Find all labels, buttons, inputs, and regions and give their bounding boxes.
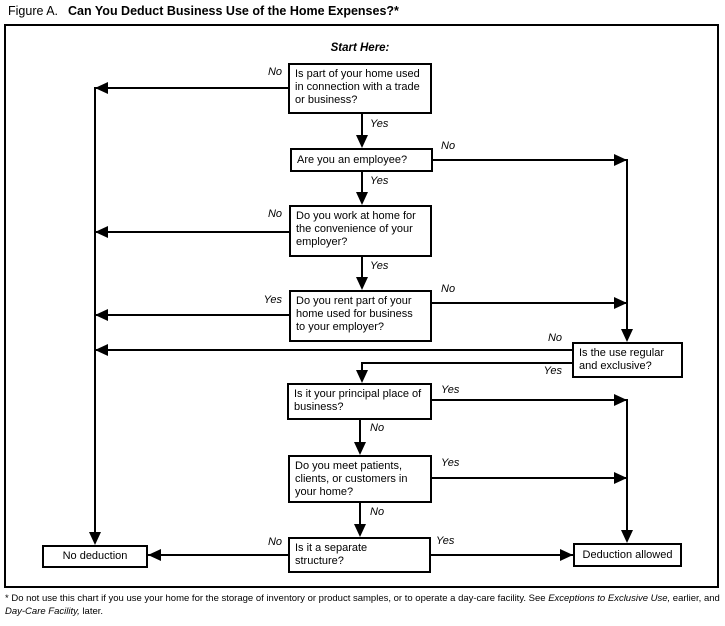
branch-label-separate-no: No <box>267 536 282 548</box>
branch-label-regular-exclusive-no: No <box>547 332 562 344</box>
node-deduction-allowed: Deduction allowed <box>573 543 682 567</box>
connector-patients-separate <box>359 503 361 526</box>
figure-label: Figure A. <box>8 4 59 18</box>
connector-homeuse-employee <box>361 114 363 138</box>
arrowhead-employee-no <box>614 154 627 166</box>
figure-title-text: Can You Deduct Business Use of the Home … <box>68 4 399 18</box>
arrowhead-rent-yes <box>95 309 108 321</box>
connector-employee-convenience <box>361 172 363 194</box>
arrowhead-into-no-deduction <box>89 532 101 545</box>
connector-principal-patients <box>359 418 361 444</box>
line-convenience-no <box>95 231 289 233</box>
arrowhead-into-patients <box>354 442 366 455</box>
footnote-text-3: later. <box>79 605 104 617</box>
footnote-text-1: * Do not use this chart if you use your … <box>5 593 549 604</box>
right-rail-upper-line <box>626 159 628 331</box>
branch-label-principal-yes: Yes <box>441 384 460 396</box>
arrowhead-into-employee <box>356 135 368 148</box>
branch-label-convenience-no: No <box>267 208 282 220</box>
arrowhead-patients-yes <box>614 472 627 484</box>
line-regular-exclusive-no <box>95 349 572 351</box>
arrowhead-into-rent <box>356 277 368 290</box>
node-q-regular-exclusive: Is the use regular and exclusive? <box>572 342 683 378</box>
branch-label-principal-no: No <box>370 422 385 434</box>
footnote: * Do not use this chart if you use your … <box>5 593 721 618</box>
branch-label-rent-no: No <box>441 283 456 295</box>
branch-label-employee-yes: Yes <box>370 175 389 187</box>
figure-title: Figure A. Can You Deduct Business Use of … <box>8 4 399 18</box>
node-q-rent: Do you rent part of your home used for b… <box>289 290 432 342</box>
line-rent-yes <box>95 314 289 316</box>
right-rail-lower-line <box>626 399 628 531</box>
footnote-ref-daycare: Day-Care Facility, <box>5 605 80 617</box>
start-here-label: Start Here: <box>330 42 390 54</box>
line-rent-no <box>432 302 627 304</box>
branch-label-rent-yes: Yes <box>263 294 282 306</box>
footnote-ref-exceptions: Exceptions to Exclusive Use, <box>548 593 671 604</box>
arrowhead-regular-exclusive-no <box>95 344 108 356</box>
node-no-deduction: No deduction <box>42 545 148 568</box>
branch-label-regular-exclusive-yes: Yes <box>543 365 562 377</box>
footnote-text-2: earlier, and <box>670 593 720 604</box>
branch-label-employee-no: No <box>441 140 456 152</box>
line-separate-yes <box>431 554 573 556</box>
node-q-employee: Are you an employee? <box>290 148 433 172</box>
connector-convenience-rent <box>361 257 363 279</box>
arrowhead-separate-yes <box>560 549 573 561</box>
branch-label-home-use-yes: Yes <box>370 118 389 130</box>
arrowhead-home-use-no <box>95 82 108 94</box>
arrowhead-convenience-no <box>95 226 108 238</box>
line-patients-yes <box>432 477 627 479</box>
branch-label-patients-yes: Yes <box>441 457 460 469</box>
node-q-meet-patients: Do you meet patients, clients, or custom… <box>288 455 432 503</box>
line-regular-exclusive-yes-drop <box>361 362 363 372</box>
branch-label-separate-yes: Yes <box>436 535 455 547</box>
branch-label-home-use-no: No <box>267 66 282 78</box>
line-employee-no <box>433 159 627 161</box>
line-home-use-no <box>95 87 288 89</box>
arrowhead-principal-yes <box>614 394 627 406</box>
arrowhead-separate-no <box>148 549 161 561</box>
arrowhead-into-separate <box>354 524 366 537</box>
arrowhead-into-deduction-allowed <box>621 530 633 543</box>
branch-label-convenience-yes: Yes <box>370 260 389 272</box>
node-q-separate-structure: Is it a separate structure? <box>288 537 431 573</box>
line-regular-exclusive-yes <box>362 362 572 364</box>
branch-label-patients-no: No <box>370 506 385 518</box>
arrowhead-rent-no <box>614 297 627 309</box>
node-q-home-use: Is part of your home used in connection … <box>288 63 432 114</box>
node-q-convenience: Do you work at home for the convenience … <box>289 205 432 257</box>
arrowhead-into-regular-exclusive <box>621 329 633 342</box>
line-separate-no <box>148 554 288 556</box>
chart-border <box>4 24 719 588</box>
arrowhead-into-convenience <box>356 192 368 205</box>
arrowhead-into-principal <box>356 370 368 383</box>
node-q-principal-place: Is it your principal place of business? <box>287 383 432 420</box>
line-principal-yes <box>432 399 627 401</box>
